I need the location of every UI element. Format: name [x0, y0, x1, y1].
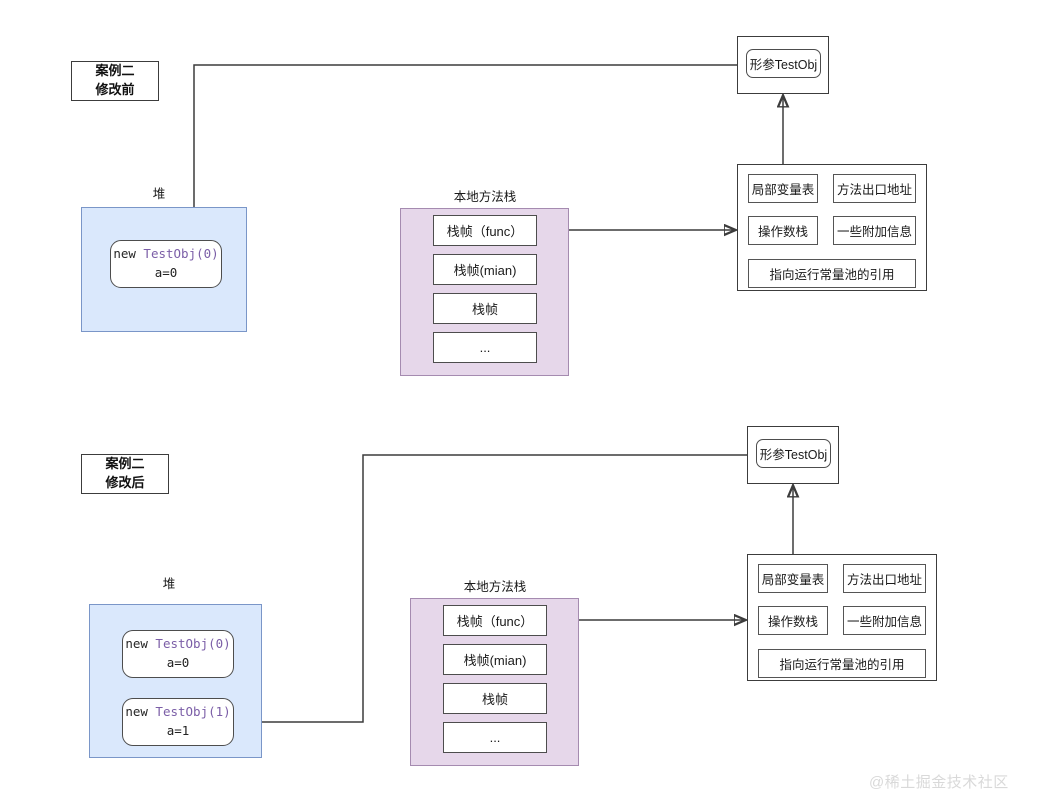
- detail-cell-local-variable-table-before: 局部变量表: [748, 174, 818, 203]
- detail-cell-local-variable-table-after: 局部变量表: [758, 564, 828, 593]
- keyword-new: new: [125, 704, 148, 720]
- stack-frame-label: ...: [489, 730, 501, 745]
- heap-object-after-1: new TestObj(1) a=1: [122, 698, 234, 746]
- detail-cell-label: 局部变量表: [751, 183, 815, 197]
- detail-cell-label: 一些附加信息: [836, 225, 912, 239]
- detail-cell-label: 操作数栈: [767, 615, 818, 629]
- detail-cell-additional-info-before: 一些附加信息: [833, 216, 916, 245]
- heap-object-signature-before-0: new TestObj(0): [113, 245, 218, 264]
- param-label: 形参TestObj: [759, 448, 828, 462]
- heap-object-field-before-0: a=0: [154, 265, 178, 280]
- param-label: 形参TestObj: [749, 58, 818, 72]
- detail-cell-label: 操作数栈: [757, 225, 808, 239]
- watermark: @稀土掘金技术社区: [869, 774, 1009, 791]
- case-label-after-line2: 修改后: [105, 475, 145, 490]
- case-label-after: 案例二 修改后: [81, 454, 169, 494]
- stack-frame-label: ...: [479, 340, 491, 355]
- stack-frame-label: 栈帧（func）: [456, 614, 534, 629]
- stack-frame-label: 栈帧(mian): [453, 263, 517, 278]
- stack-frame-before-0: 栈帧（func）: [433, 215, 537, 246]
- heap-title-after: 堆: [162, 577, 176, 591]
- detail-cell-label: 一些附加信息: [846, 615, 922, 629]
- detail-cell-operand-stack-after: 操作数栈: [758, 606, 828, 635]
- detail-cell-label: 方法出口地址: [836, 183, 912, 197]
- heap-object-signature-after-0: new TestObj(0): [125, 635, 230, 654]
- stack-frame-after-2: 栈帧: [443, 683, 547, 714]
- keyword-new: new: [113, 246, 136, 262]
- case-label-before: 案例二 修改前: [71, 61, 159, 101]
- stack-frame-before-3: ...: [433, 332, 537, 363]
- detail-cell-additional-info-after: 一些附加信息: [843, 606, 926, 635]
- stack-frame-label: 栈帧: [481, 692, 508, 707]
- stack-frame-label: 栈帧(mian): [463, 653, 527, 668]
- detail-cell-method-exit-address-before: 方法出口地址: [833, 174, 916, 203]
- heap-object-before-0: new TestObj(0) a=0: [110, 240, 222, 288]
- stack-title-after: 本地方法栈: [463, 580, 527, 594]
- keyword-new: new: [125, 636, 148, 652]
- case-label-after-line1: 案例二: [105, 456, 145, 472]
- object-type: TestObj(1): [155, 704, 231, 720]
- stack-frame-before-1: 栈帧(mian): [433, 254, 537, 285]
- heap-object-field-after-1: a=1: [166, 723, 190, 738]
- case-label-before-line1: 案例二: [95, 63, 135, 79]
- object-type: TestObj(0): [155, 636, 231, 652]
- stack-frame-before-2: 栈帧: [433, 293, 537, 324]
- stack-frame-after-3: ...: [443, 722, 547, 753]
- stack-frame-label: 栈帧（func）: [446, 224, 524, 239]
- param-box-after: 形参TestObj: [756, 439, 831, 468]
- detail-cell-label: 指向运行常量池的引用: [779, 658, 905, 672]
- detail-cell-constant-pool-ref-after: 指向运行常量池的引用: [758, 649, 926, 678]
- stack-title-before: 本地方法栈: [453, 190, 517, 204]
- detail-cell-operand-stack-before: 操作数栈: [748, 216, 818, 245]
- stack-frame-label: 栈帧: [471, 302, 498, 317]
- object-type: TestObj(0): [143, 246, 219, 262]
- heap-object-after-0: new TestObj(0) a=0: [122, 630, 234, 678]
- detail-cell-label: 方法出口地址: [846, 573, 922, 587]
- heap-object-field-after-0: a=0: [166, 655, 190, 670]
- case-label-before-line2: 修改前: [95, 82, 135, 97]
- detail-cell-method-exit-address-after: 方法出口地址: [843, 564, 926, 593]
- heap-title-before: 堆: [152, 187, 166, 201]
- heap-object-signature-after-1: new TestObj(1): [125, 703, 230, 722]
- param-box-before: 形参TestObj: [746, 49, 821, 78]
- detail-cell-constant-pool-ref-before: 指向运行常量池的引用: [748, 259, 916, 288]
- detail-cell-label: 局部变量表: [761, 573, 825, 587]
- stack-frame-after-1: 栈帧(mian): [443, 644, 547, 675]
- stack-frame-after-0: 栈帧（func）: [443, 605, 547, 636]
- detail-cell-label: 指向运行常量池的引用: [769, 268, 895, 282]
